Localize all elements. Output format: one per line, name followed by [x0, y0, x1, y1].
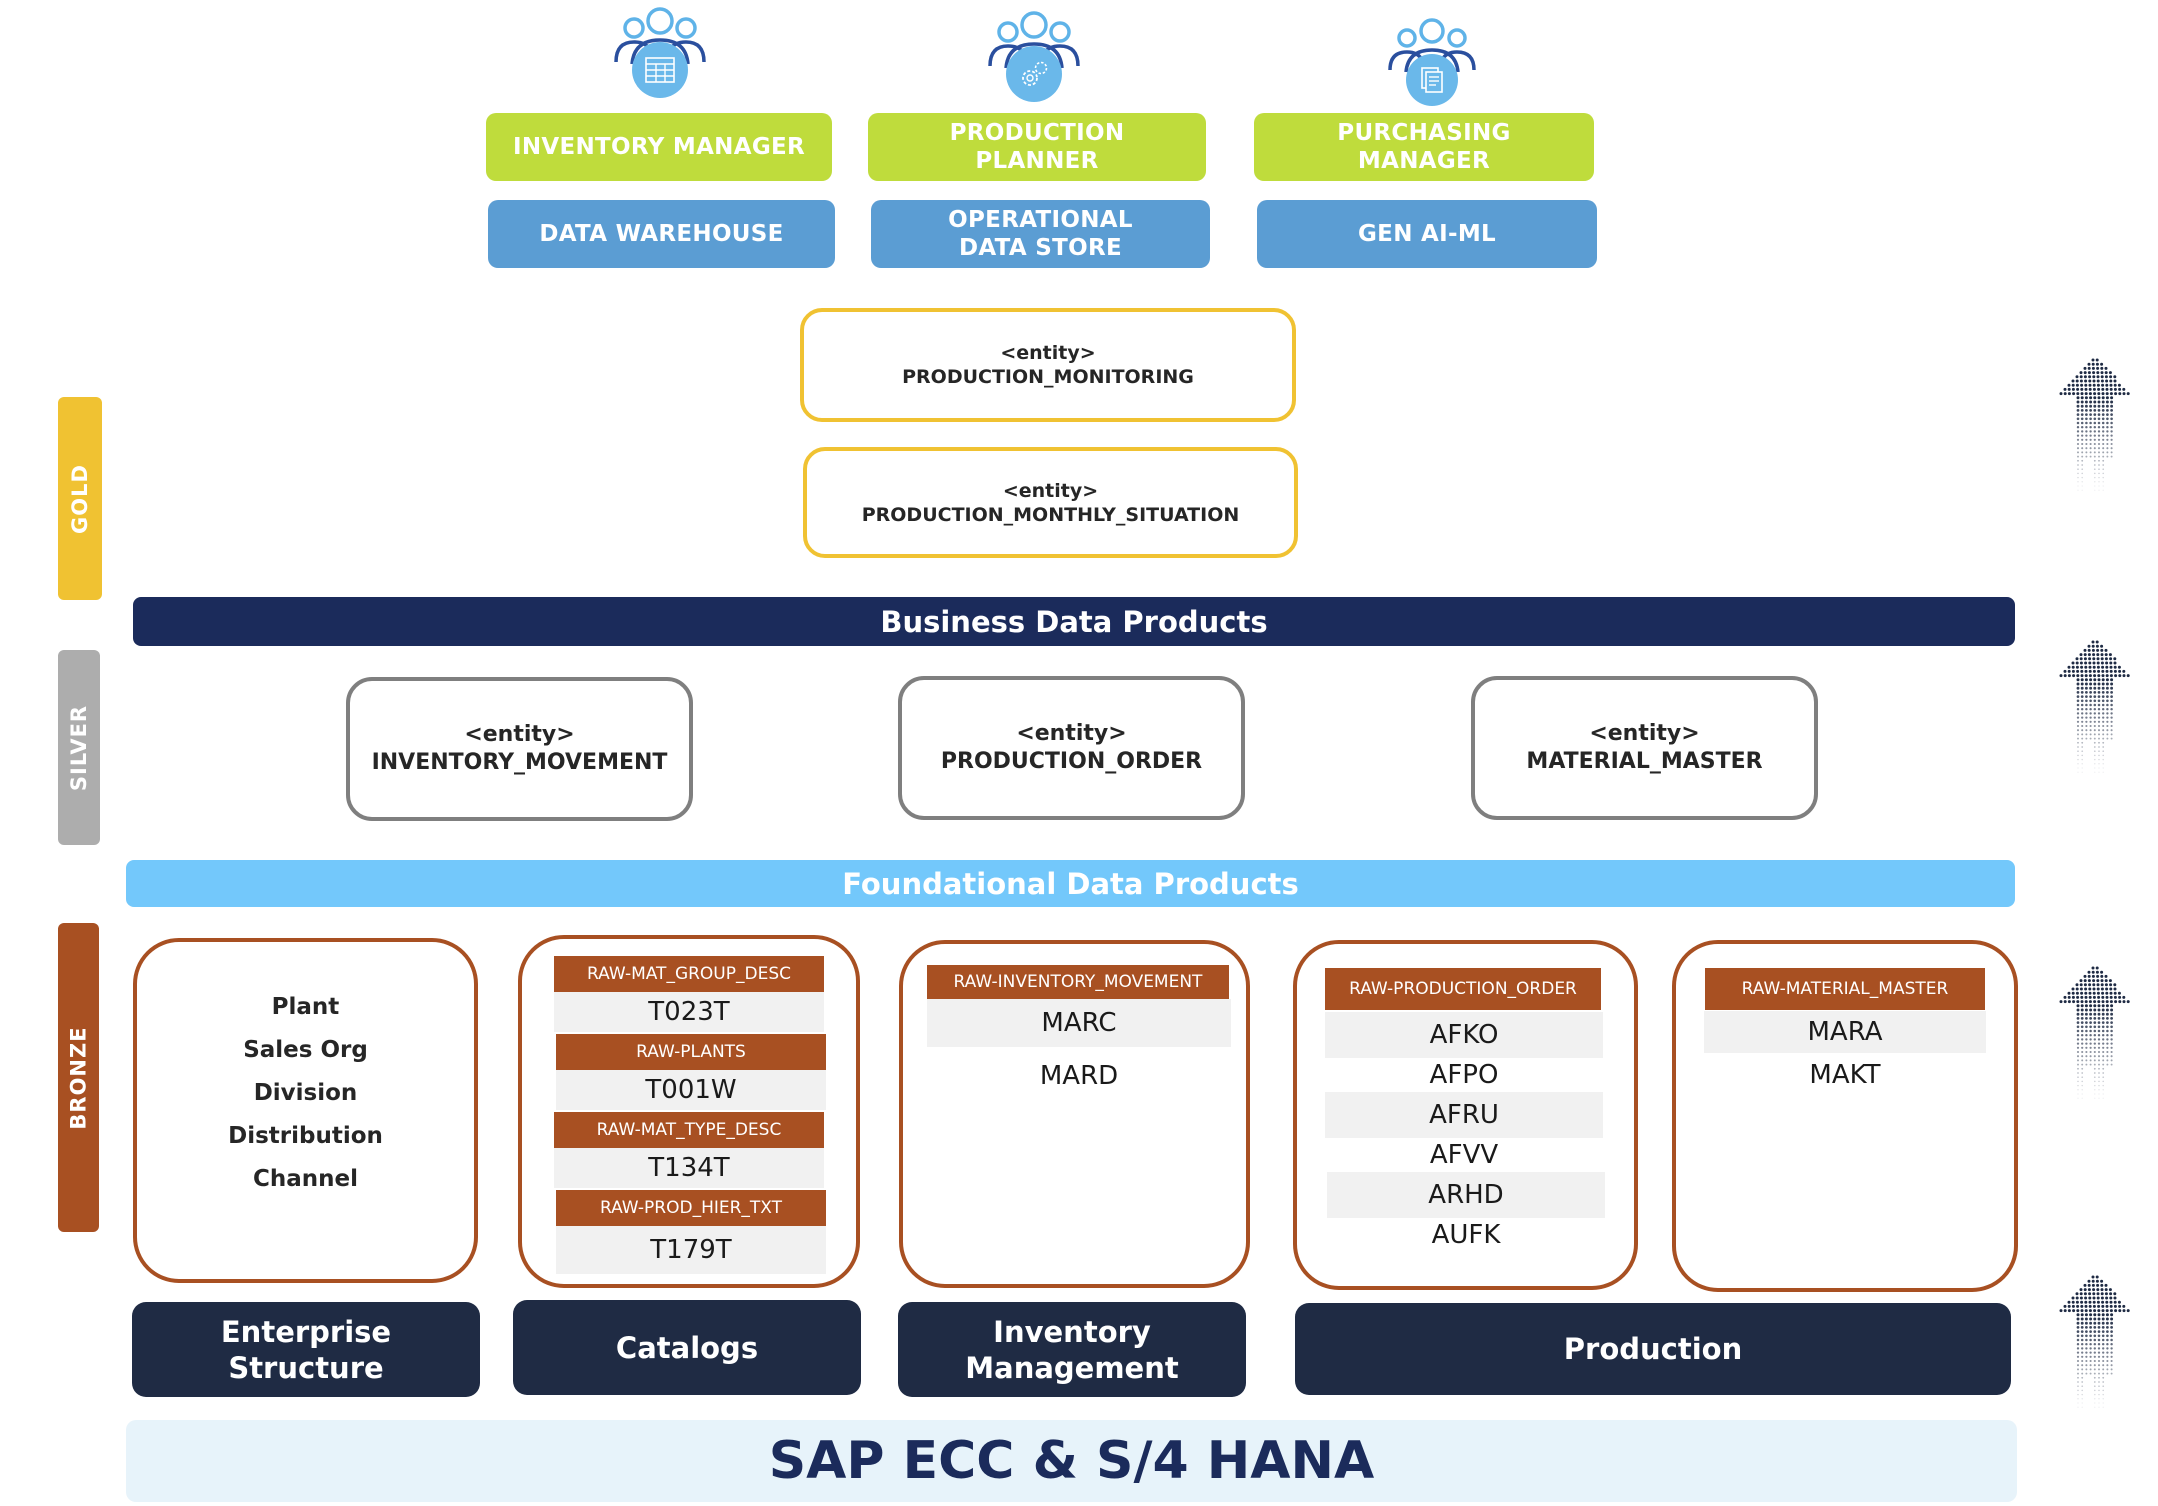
- entity-name: PRODUCTION_MONITORING: [902, 366, 1194, 388]
- source-table: AFVV: [1429, 1140, 1499, 1170]
- bronze-material-box: RAW-MATERIAL_MASTER MARA MAKT: [1672, 940, 2018, 1292]
- bar-label: Foundational Data Products: [842, 866, 1299, 901]
- raw-table-header: RAW-PLANTS: [556, 1034, 826, 1070]
- enterprise-item: Division: [253, 1080, 358, 1106]
- source-catalogs: Catalogs: [513, 1300, 861, 1395]
- business-data-products-bar: Business Data Products: [133, 597, 2015, 646]
- role-purchasing-manager: PURCHASING MANAGER: [1254, 113, 1594, 181]
- tier-silver: SILVER: [58, 650, 100, 845]
- source-table: AFRU: [1325, 1092, 1603, 1138]
- role-label: PURCHASING MANAGER: [1337, 120, 1511, 174]
- source-table: ARHD: [1327, 1172, 1605, 1218]
- raw-table-header: RAW-MAT_GROUP_DESC: [554, 956, 824, 992]
- entity-name: PRODUCTION_MONTHLY_SITUATION: [861, 503, 1240, 526]
- source-table: AFPO: [1429, 1060, 1499, 1090]
- up-arrow-icon: [2059, 640, 2130, 773]
- foundational-data-products-bar: Foundational Data Products: [126, 860, 2015, 907]
- entity-stereotype: <entity>: [1002, 479, 1099, 502]
- tier-label: SILVER: [67, 704, 92, 791]
- role-label: PRODUCTION PLANNER: [949, 120, 1125, 174]
- bronze-production-box: RAW-PRODUCTION_ORDER AFKO AFPO AFRU AFVV…: [1293, 940, 1638, 1290]
- source-table: T179T: [556, 1226, 826, 1274]
- silver-entity-inventory-movement: <entity> INVENTORY_MOVEMENT: [346, 677, 693, 821]
- source-label: Inventory Management: [965, 1314, 1179, 1385]
- source-table: MARA: [1704, 1011, 1986, 1053]
- raw-table-header: RAW-MAT_TYPE_DESC: [554, 1112, 824, 1148]
- role-label: INVENTORY MANAGER: [512, 134, 806, 160]
- tier-label: GOLD: [68, 463, 92, 534]
- up-arrow-icon: [2059, 966, 2130, 1099]
- entity-name: MATERIAL_MASTER: [1526, 749, 1763, 774]
- users-document-icon: [1388, 18, 1476, 106]
- tier-bronze: BRONZE: [58, 923, 99, 1232]
- raw-table-header: RAW-PROD_HIER_TXT: [556, 1190, 826, 1226]
- up-arrow-icon: [2059, 1275, 2130, 1408]
- target-label: DATA WAREHOUSE: [539, 221, 784, 247]
- source-label: Enterprise Structure: [220, 1314, 392, 1385]
- bronze-enterprise-structure-box: Plant Sales Org Division Distribution Ch…: [133, 938, 478, 1283]
- target-label: OPERATIONAL DATA STORE: [948, 207, 1133, 261]
- target-label: GEN AI-ML: [1358, 221, 1496, 247]
- silver-entity-material-master: <entity> MATERIAL_MASTER: [1471, 676, 1818, 820]
- source-enterprise-structure: Enterprise Structure: [132, 1302, 480, 1397]
- source-table: T001W: [556, 1070, 826, 1110]
- users-table-icon: [614, 7, 706, 98]
- target-gen-ai-ml: GEN AI-ML: [1257, 200, 1597, 268]
- raw-table-header: RAW-INVENTORY_MOVEMENT: [927, 965, 1229, 999]
- silver-entity-production-order: <entity> PRODUCTION_ORDER: [898, 676, 1245, 820]
- entity-name: PRODUCTION_ORDER: [940, 749, 1203, 774]
- source-table: T134T: [554, 1148, 824, 1188]
- entity-stereotype: <entity>: [1016, 721, 1127, 746]
- users-gear-icon: [988, 11, 1080, 102]
- gold-entity-production-monthly-situation: <entity> PRODUCTION_MONTHLY_SITUATION: [803, 447, 1298, 558]
- entity-stereotype: <entity>: [464, 722, 575, 747]
- up-arrow-icon: [2059, 358, 2130, 491]
- raw-table-header: RAW-PRODUCTION_ORDER: [1325, 968, 1601, 1010]
- source-table: MARC: [927, 999, 1231, 1047]
- target-data-warehouse: DATA WAREHOUSE: [488, 200, 835, 268]
- role-production-planner: PRODUCTION PLANNER: [868, 113, 1206, 181]
- enterprise-item: Sales Org: [243, 1037, 368, 1063]
- enterprise-item: Channel: [252, 1166, 358, 1192]
- source-table: T023T: [554, 992, 824, 1032]
- raw-table-header: RAW-MATERIAL_MASTER: [1705, 968, 1985, 1010]
- gold-entity-production-monitoring: <entity> PRODUCTION_MONITORING: [800, 308, 1296, 422]
- bronze-inventory-box: RAW-INVENTORY_MOVEMENT MARC MARD: [899, 940, 1250, 1288]
- tier-label: BRONZE: [66, 1025, 91, 1130]
- enterprise-item: Plant: [271, 994, 340, 1020]
- tier-gold: GOLD: [58, 397, 102, 600]
- entity-stereotype: <entity>: [1000, 342, 1096, 364]
- sap-label: SAP ECC & S/4 HANA: [768, 1431, 1375, 1491]
- entity-stereotype: <entity>: [1589, 721, 1700, 746]
- source-label: Production: [1563, 1332, 1743, 1366]
- role-inventory-manager: INVENTORY MANAGER: [486, 113, 832, 181]
- enterprise-item: Distribution: [228, 1123, 383, 1149]
- source-table: MAKT: [1809, 1060, 1881, 1090]
- bronze-catalogs-box: RAW-MAT_GROUP_DESC T023T RAW-PLANTS T001…: [518, 935, 860, 1288]
- source-table: MARD: [1039, 1061, 1119, 1091]
- entity-name: INVENTORY_MOVEMENT: [371, 750, 668, 775]
- source-label: Catalogs: [615, 1330, 759, 1365]
- source-production: Production: [1295, 1303, 2011, 1395]
- target-operational-data-store: OPERATIONAL DATA STORE: [871, 200, 1210, 268]
- source-table: AUFK: [1431, 1220, 1501, 1250]
- source-table: AFKO: [1325, 1012, 1603, 1058]
- source-inventory-management: Inventory Management: [898, 1302, 1246, 1397]
- bar-label: Business Data Products: [880, 604, 1268, 639]
- sap-source-bar: SAP ECC & S/4 HANA: [126, 1420, 2017, 1502]
